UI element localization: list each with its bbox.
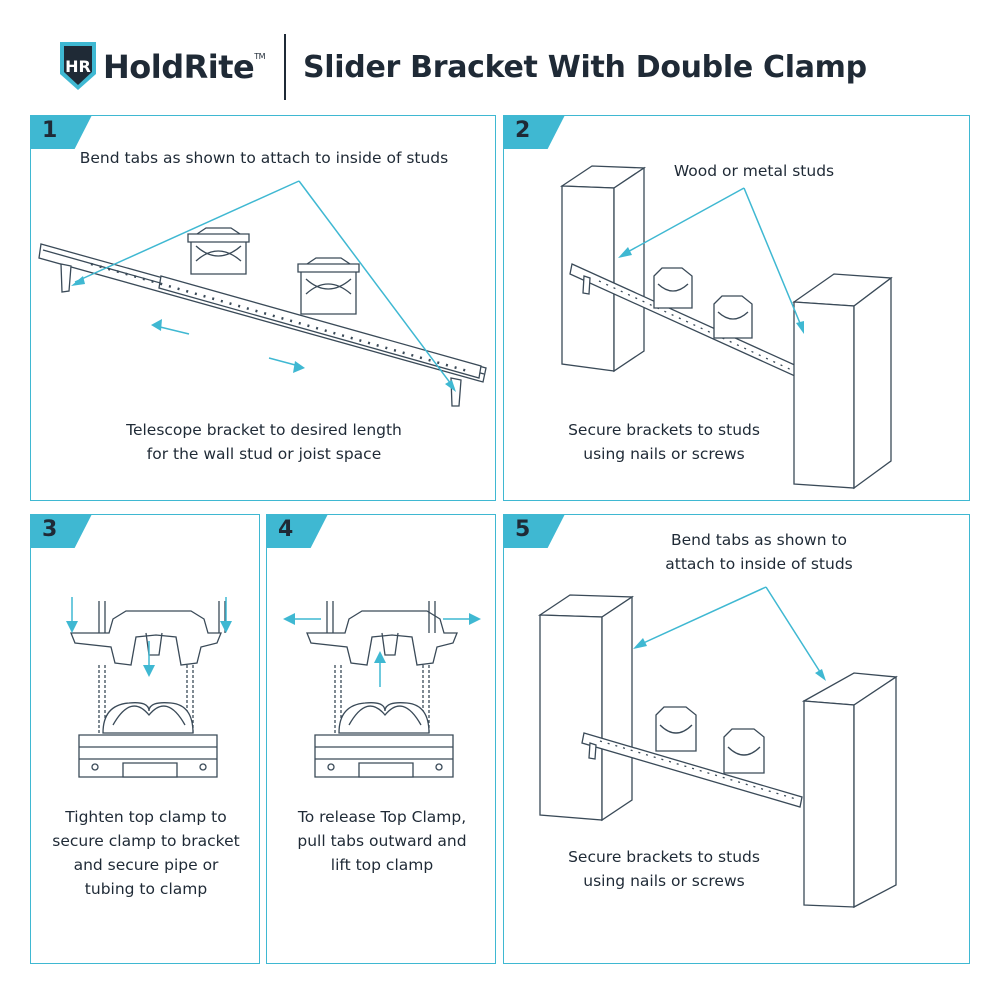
caption-line: Secure brackets to studs (568, 848, 760, 866)
panel-1-bottom-caption: Telescope bracket to desired length for … (31, 418, 497, 466)
panel-5: 5 Bend tabs as shown to attach to inside… (503, 514, 970, 964)
panel-4-bottom-caption: To release Top Clamp, pull tabs outward … (267, 805, 497, 877)
caption-line: for the wall stud or joist space (146, 445, 382, 463)
caption-line: Bend tabs as shown to (670, 531, 848, 549)
caption-line: secure clamp to bracket (52, 832, 240, 850)
panel-number: 1 (42, 118, 58, 143)
panel-number: 5 (515, 517, 531, 542)
panel-number-badge: 1 (30, 115, 92, 149)
studs-with-bracket-illustration (559, 165, 893, 490)
logo-trademark: TM (254, 52, 266, 61)
panel-3-bottom-caption: Tighten top clamp to secure clamp to bra… (31, 805, 261, 901)
panel-5-top-caption: Bend tabs as shown to attach to inside o… (644, 528, 874, 576)
panel-number: 3 (42, 517, 58, 542)
panel-2-top-caption: Wood or metal studs (673, 162, 835, 180)
caption-line: using nails or screws (583, 872, 745, 890)
right-arrow-icon (443, 613, 481, 625)
panel-5-bottom-caption: Secure brackets to studs using nails or … (524, 845, 804, 893)
panel-1-top-caption: Bend tabs as shown to attach to inside o… (79, 149, 449, 167)
clamp-1-icon (653, 267, 693, 309)
panel-1: 1 Bend tabs as shown to attach to inside… (30, 115, 496, 501)
header: HR HoldRiteTM Slider Bracket With Double… (0, 0, 1000, 110)
panel-number-badge: 4 (266, 514, 328, 548)
logo-text: HoldRite (103, 48, 255, 86)
panel-number: 2 (515, 118, 531, 143)
caption-line: attach to inside of studs (665, 555, 853, 573)
caption-line: pull tabs outward and (297, 832, 467, 850)
caption-line: Secure brackets to studs (568, 421, 760, 439)
caption-line: tubing to clamp (84, 880, 208, 898)
caption-line: lift top clamp (330, 856, 434, 874)
logo-wordmark: HoldRiteTM (103, 48, 266, 86)
right-stud-icon (801, 672, 898, 909)
clamp-2-icon (297, 257, 360, 315)
left-stud-icon (537, 594, 635, 822)
right-stud-icon (792, 273, 893, 490)
header-divider (284, 34, 286, 100)
down-arrow-icon (143, 641, 155, 677)
panel-number-badge: 2 (503, 115, 565, 149)
clamp-1-icon (655, 706, 697, 752)
page-title: Slider Bracket With Double Clamp (303, 50, 867, 85)
caption-line: Telescope bracket to desired length (126, 421, 402, 439)
down-arrow-icon (220, 597, 232, 633)
clamp-2-icon (713, 295, 753, 339)
clamp-1-icon (187, 227, 250, 275)
caption-line: using nails or screws (583, 445, 745, 463)
caption-line: Tighten top clamp to (65, 808, 227, 826)
left-arrow-icon (283, 613, 321, 625)
caption-line: To release Top Clamp, (297, 808, 467, 826)
panel-number: 4 (278, 517, 294, 542)
panel-2: 2 Wood or metal studs (503, 115, 970, 501)
down-arrow-icon (66, 597, 78, 633)
panel-4: 4 To release Top Clamp, pull tabs outwar… (266, 514, 496, 964)
release-clamp-illustration (283, 601, 481, 778)
tighten-clamp-illustration (66, 597, 232, 778)
telescoping-bracket-illustration (38, 180, 487, 407)
panel-2-bottom-caption: Secure brackets to studs using nails or … (524, 418, 804, 466)
panel-3: 3 Tighten top clamp to sec (30, 514, 260, 964)
clamp-2-icon (723, 728, 765, 774)
logo-badge-text: HR (65, 57, 91, 76)
holdrite-shield-logo-icon: HR (60, 42, 96, 90)
up-arrow-icon (374, 651, 386, 687)
caption-line: and secure pipe or (73, 856, 219, 874)
final-installation-illustration (537, 586, 898, 909)
